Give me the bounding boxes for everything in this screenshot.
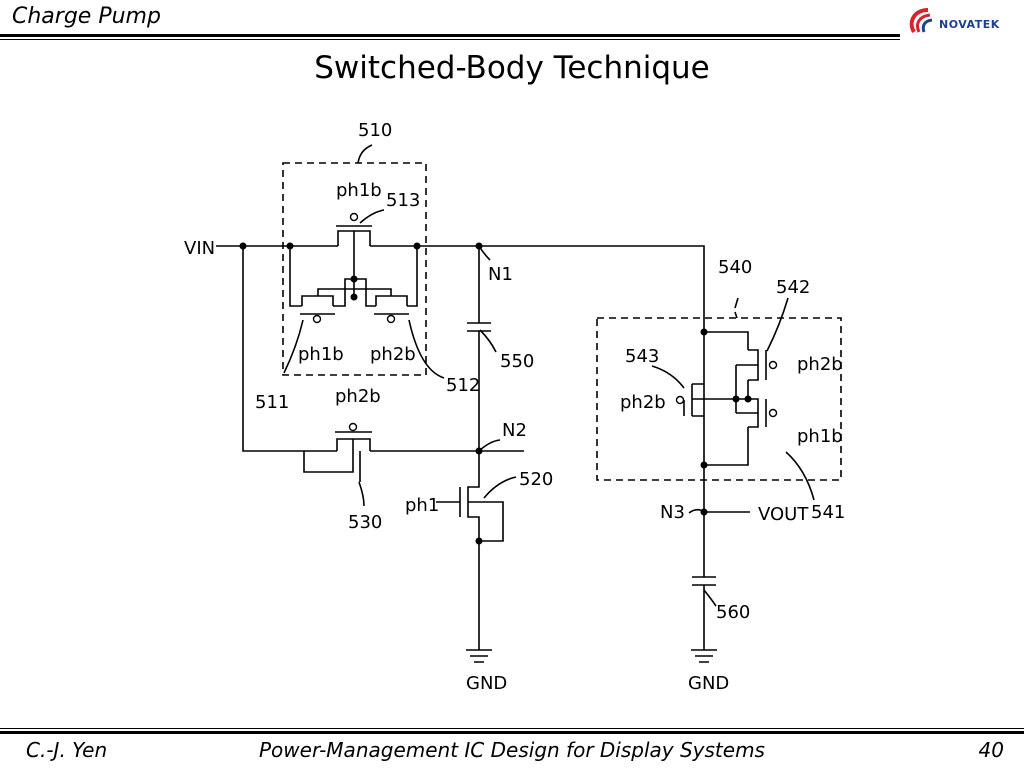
block-540-outline xyxy=(596,317,842,481)
label-gnd-left: GND xyxy=(466,673,507,694)
junction-dot xyxy=(475,537,483,545)
leader-543 xyxy=(651,365,685,389)
block-510-outline xyxy=(282,162,427,376)
t543-gate xyxy=(683,384,693,416)
leader-512 xyxy=(408,319,445,379)
label-ph2b-530: ph2b xyxy=(335,386,381,407)
logo-swirl-icon xyxy=(909,8,933,34)
t520-body xyxy=(468,501,504,542)
label-ph1b-513: ph1b xyxy=(336,180,382,201)
label-550: 550 xyxy=(500,351,534,372)
label-510: 510 xyxy=(358,120,392,141)
footer-rule-thick xyxy=(0,731,1024,734)
leader-n2 xyxy=(478,439,501,452)
t542-bubble xyxy=(768,360,778,370)
footer-rule-thin xyxy=(0,728,1024,729)
label-520: 520 xyxy=(519,469,553,490)
junction-dot xyxy=(700,461,708,469)
capacitor-560 xyxy=(692,512,716,650)
label-vout: VOUT xyxy=(758,504,809,525)
label-ph2b-512: ph2b xyxy=(370,344,416,365)
label-513: 513 xyxy=(386,190,420,211)
t543-bubble xyxy=(675,395,685,405)
junction-dot xyxy=(732,395,740,403)
label-ph2b-542: ph2b xyxy=(797,354,843,375)
gnd-right-symbol xyxy=(691,649,717,663)
header-rule-thick xyxy=(0,34,900,37)
junction-dot xyxy=(700,508,708,516)
leader-541 xyxy=(785,451,815,501)
t530-bubble xyxy=(348,422,358,432)
t512-bubble xyxy=(386,314,396,324)
footer-author: C.-J. Yen xyxy=(26,738,108,762)
label-512: 512 xyxy=(446,375,480,396)
label-540: 540 xyxy=(718,257,752,278)
t513-bubble xyxy=(349,212,359,222)
junction-dot xyxy=(475,447,483,455)
label-ph1-520: ph1 xyxy=(405,495,439,516)
junction-dot xyxy=(413,242,421,250)
page-title: Switched-Body Technique xyxy=(314,50,710,86)
leader-530 xyxy=(358,481,365,507)
leader-513 xyxy=(359,209,385,224)
label-n2: N2 xyxy=(502,420,527,441)
junction-dot xyxy=(744,395,752,403)
t530-body xyxy=(303,439,361,482)
t520-channel xyxy=(467,451,480,650)
junction-dot xyxy=(350,275,358,283)
junction-dot xyxy=(475,242,483,250)
t543-channel xyxy=(692,383,704,417)
leader-540 xyxy=(734,297,739,319)
t541-bubble xyxy=(768,408,778,418)
block-540-body-bus xyxy=(692,364,758,414)
junction-dot xyxy=(239,242,247,250)
t511-bubble xyxy=(312,314,322,324)
label-ph2b-543: ph2b xyxy=(620,392,666,413)
leader-511 xyxy=(283,319,304,374)
label-511: 511 xyxy=(255,392,289,413)
leader-510 xyxy=(357,144,373,164)
footer-course-title: Power-Management IC Design for Display S… xyxy=(259,738,765,762)
t511-channel xyxy=(301,295,334,306)
footer-page-number: 40 xyxy=(978,738,1004,762)
junction-dot xyxy=(700,328,708,336)
leader-550 xyxy=(479,329,497,353)
leader-542 xyxy=(766,297,789,352)
label-n3: N3 xyxy=(660,502,685,523)
label-gnd-right: GND xyxy=(688,673,729,694)
t512-channel xyxy=(375,295,408,306)
label-vin: VIN xyxy=(184,238,215,259)
novatek-logo: NOVATEK xyxy=(906,6,1018,40)
leader-520 xyxy=(483,476,517,499)
label-ph1b-541: ph1b xyxy=(797,426,843,447)
label-542: 542 xyxy=(776,277,810,298)
header-rule-thin xyxy=(0,39,900,40)
label-530: 530 xyxy=(348,512,382,533)
junction-dot xyxy=(350,293,358,301)
label-560: 560 xyxy=(716,602,750,623)
logo-wordmark: NOVATEK xyxy=(939,18,1000,31)
label-543: 543 xyxy=(625,346,659,367)
label-541: 541 xyxy=(811,502,845,523)
label-ph1b-511: ph1b xyxy=(298,344,344,365)
t511-t512-body xyxy=(317,288,392,296)
t520-gate xyxy=(436,487,461,517)
vin-branch-530 xyxy=(242,246,337,452)
leader-560 xyxy=(703,589,717,607)
gnd-left-symbol xyxy=(466,649,492,663)
capacitor-550 xyxy=(467,246,491,451)
header-section-title: Charge Pump xyxy=(12,4,161,29)
junction-dot xyxy=(286,242,294,250)
label-n1: N1 xyxy=(488,264,513,285)
